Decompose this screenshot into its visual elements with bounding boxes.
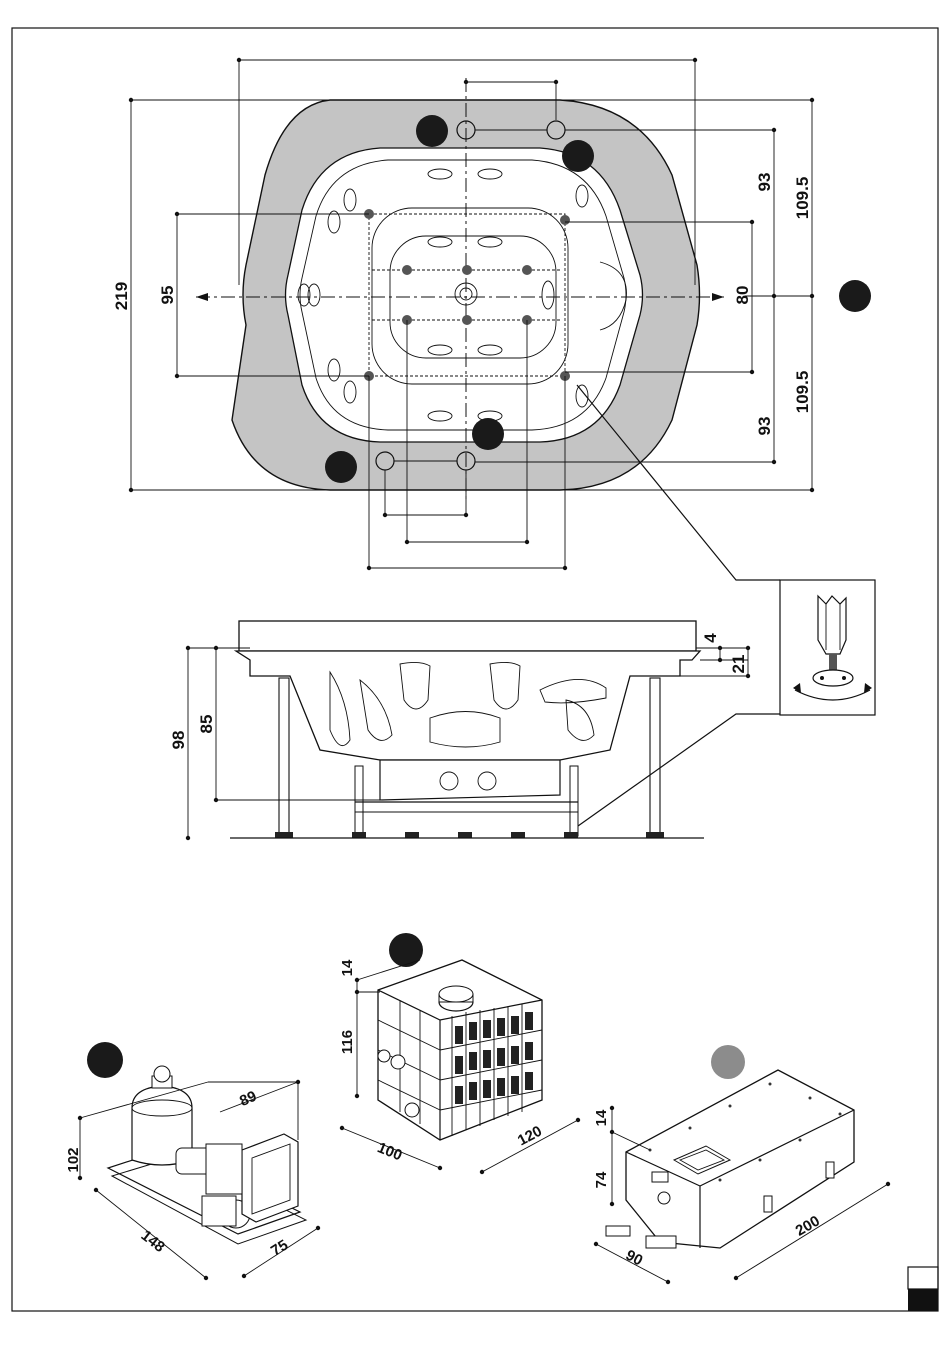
dim-inner-width-left: 95 bbox=[158, 286, 177, 305]
dim-balance-tank-width: 90 bbox=[623, 1247, 646, 1270]
callout-marker-balance-tank bbox=[711, 1045, 745, 1079]
dim-tub-height: 85 bbox=[197, 715, 216, 734]
callout-marker-filter bbox=[87, 1042, 123, 1078]
callout-marker-c bbox=[472, 418, 504, 450]
dim-balance-tank-length: 200 bbox=[793, 1212, 823, 1239]
dim-outer-upper: 109.5 bbox=[793, 177, 812, 220]
dim-filter-depth: 89 bbox=[237, 1088, 259, 1110]
dim-inner-width-right: 80 bbox=[733, 286, 752, 305]
dim-overall-length: 219 bbox=[112, 282, 131, 310]
dim-filter-height: 102 bbox=[65, 1147, 82, 1172]
callout-marker-d bbox=[325, 451, 357, 483]
side-view: 98 85 4 21 bbox=[169, 621, 780, 840]
tub-shell bbox=[286, 148, 643, 442]
page-corner-box-filled bbox=[908, 1289, 938, 1311]
tank-drawing: 14 116 100 120 bbox=[339, 933, 580, 1174]
dim-right-lower: 93 bbox=[755, 417, 774, 436]
rotate-arrow-icon bbox=[795, 690, 870, 700]
dim-total-height: 98 bbox=[169, 731, 188, 750]
balance-tank-drawing: 14 74 90 200 bbox=[593, 1045, 890, 1284]
dim-balance-tank-top: 14 bbox=[593, 1109, 610, 1126]
dim-outer-lower: 109.5 bbox=[793, 371, 812, 414]
callout-marker-a bbox=[416, 115, 448, 147]
dim-tank-depth: 120 bbox=[515, 1123, 545, 1150]
dim-balance-tank-height: 74 bbox=[593, 1171, 610, 1188]
dim-rim-thickness: 4 bbox=[701, 633, 720, 643]
dim-tank-top: 14 bbox=[339, 959, 356, 976]
dim-tank-width: 100 bbox=[375, 1139, 405, 1164]
foot-detail bbox=[780, 580, 875, 715]
callout-marker-e bbox=[839, 280, 871, 312]
dim-rim-depth: 21 bbox=[729, 655, 748, 674]
plan-view: 219 95 80 93 93 109.5 109.5 bbox=[112, 58, 871, 580]
callout-marker-tank bbox=[389, 933, 423, 967]
dim-right-upper: 93 bbox=[755, 173, 774, 192]
dim-filter-width: 75 bbox=[268, 1237, 291, 1260]
filter-unit-drawing: 102 89 148 75 bbox=[65, 1042, 320, 1280]
dim-tank-height: 116 bbox=[339, 1030, 356, 1054]
page-corner-box-empty bbox=[908, 1267, 938, 1289]
dim-filter-length: 148 bbox=[138, 1227, 168, 1256]
callout-marker-b bbox=[562, 140, 594, 172]
